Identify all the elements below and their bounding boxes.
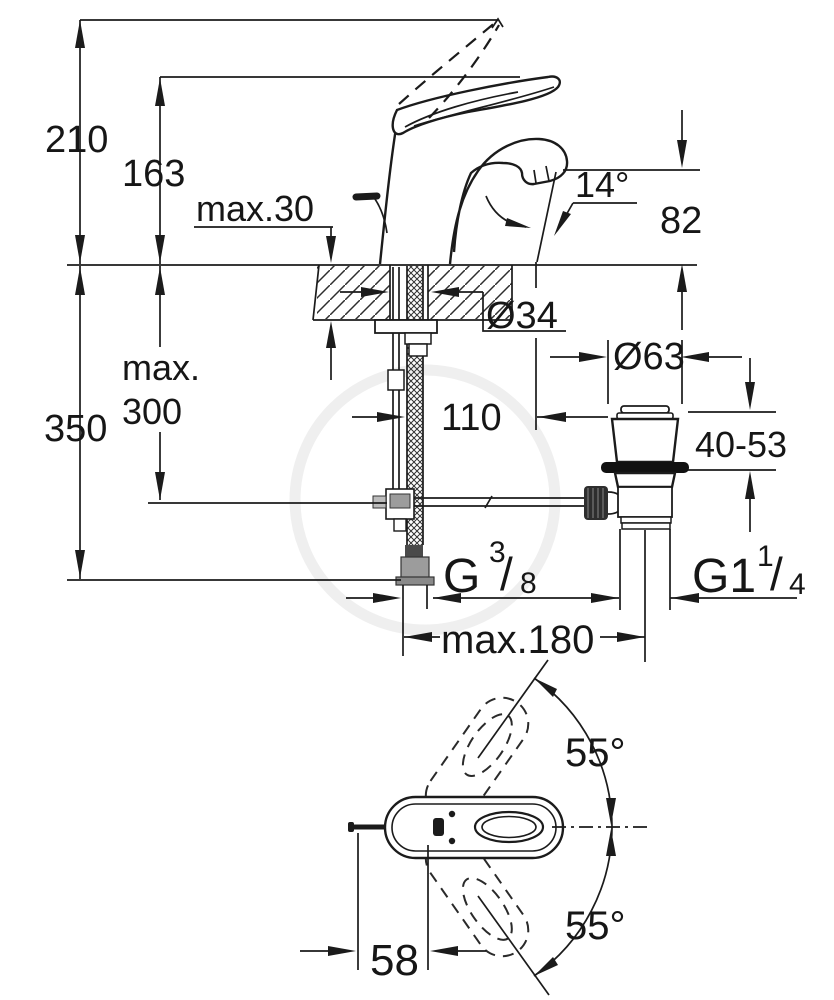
dim-hose-max-value: 300 bbox=[122, 391, 182, 432]
side-view: 210 163 max.30 14° 82 Ø34 max. 300 350 1… bbox=[44, 17, 806, 662]
dim-clamping-range: 40-53 bbox=[695, 424, 787, 465]
waste-thread-den: 4 bbox=[789, 568, 806, 601]
watermark-ring bbox=[289, 364, 561, 636]
dim-hose-max-label: max. bbox=[122, 347, 200, 388]
dim-max-deck-thickness: max.30 bbox=[196, 188, 314, 229]
dim-rod-max-reach: max.180 bbox=[441, 618, 594, 662]
mounting-nut bbox=[374, 319, 438, 357]
hose-thread-num: 3 bbox=[489, 536, 506, 569]
handle-top-view bbox=[348, 795, 565, 860]
dim-outlet-to-deck: 82 bbox=[660, 200, 702, 242]
dim-spout-angle: 14° bbox=[575, 164, 629, 205]
pop-up-waste bbox=[601, 405, 689, 662]
dim-hole-diameter: Ø34 bbox=[486, 295, 558, 337]
logo-mark bbox=[433, 818, 444, 836]
dim-hose-thread: G 3 / 8 bbox=[443, 536, 537, 603]
handle-loop-inner bbox=[481, 815, 537, 839]
dim-handle-offset: 58 bbox=[370, 936, 419, 985]
dim-overall-height: 210 bbox=[45, 119, 108, 161]
spout bbox=[448, 137, 569, 265]
rubber-gasket bbox=[601, 462, 689, 473]
handle-raised-dashed bbox=[398, 20, 498, 105]
handle-loop-outer bbox=[473, 810, 545, 844]
waste-thread-slash: / bbox=[770, 548, 783, 600]
pop-up-rod bbox=[372, 486, 623, 532]
hose-thread-g: G bbox=[443, 550, 480, 603]
hose-thread-slash: / bbox=[500, 548, 513, 600]
dim-waste-thread: G1 1 / 4 bbox=[692, 540, 806, 603]
dim-swivel-upper: 55° bbox=[565, 731, 626, 775]
hose-thread-den: 8 bbox=[520, 567, 537, 600]
handle-offset-dimension bbox=[300, 833, 486, 970]
faucet-outline bbox=[352, 17, 569, 265]
waste-thread-g: G1 bbox=[692, 550, 756, 603]
knurled-knob bbox=[584, 486, 608, 520]
dim-waste-top-diameter: Ø63 bbox=[613, 336, 685, 378]
waste-thread-num: 1 bbox=[757, 540, 774, 573]
pull-rod-knob bbox=[352, 192, 381, 201]
dimension-lines bbox=[67, 19, 797, 656]
hose-end-fitting bbox=[395, 545, 435, 609]
swivel-arcs bbox=[477, 659, 650, 996]
dim-spout-reach: 110 bbox=[441, 397, 502, 439]
dim-supply-height: 350 bbox=[44, 408, 107, 450]
dim-swivel-lower: 55° bbox=[565, 904, 626, 948]
dim-spout-height: 163 bbox=[122, 153, 185, 195]
top-view: 55° 55° 58 bbox=[300, 659, 650, 996]
